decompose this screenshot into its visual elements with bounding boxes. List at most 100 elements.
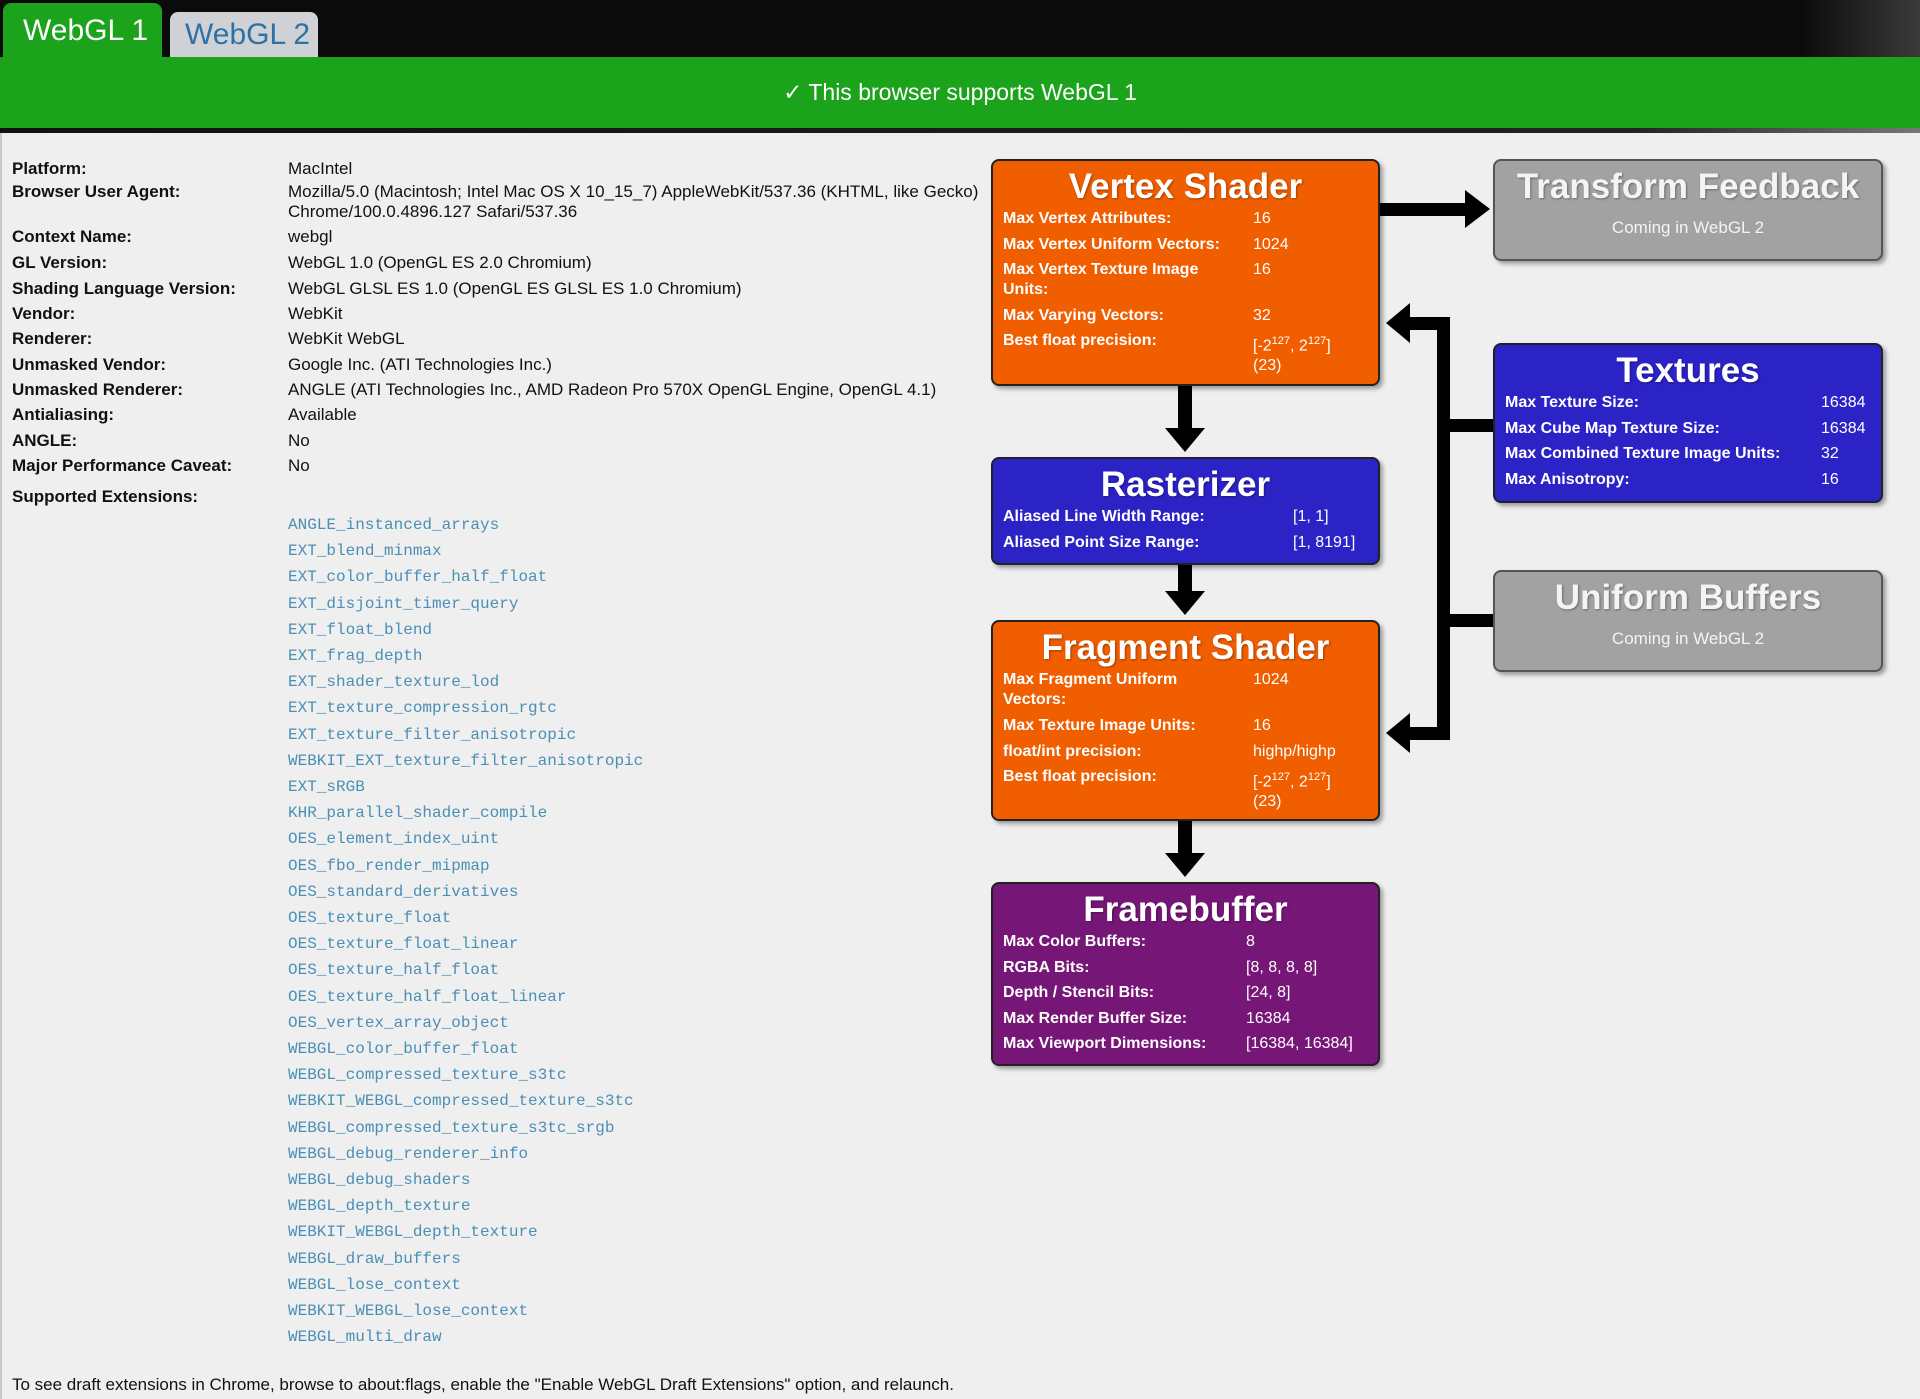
info-value: WebKit	[288, 304, 343, 324]
uniform-buffers-subtitle: Coming in WebGL 2	[1611, 629, 1765, 648]
fragment-row-label: Max Texture Image Units:	[1003, 716, 1196, 736]
framebuffer-row-label: Max Color Buffers:	[1003, 932, 1146, 952]
info-value: WebKit WebGL	[288, 329, 405, 349]
textures-row-value: 16384	[1821, 419, 1866, 439]
info-value-line: Google Inc. (ATI Technologies Inc.)	[288, 355, 552, 374]
framebuffer-row-value: 16384	[1246, 1009, 1291, 1029]
row-value-end: ]	[1326, 337, 1331, 355]
info-value-line: No	[288, 456, 310, 475]
extension-item[interactable]: EXT_color_buffer_half_float	[288, 568, 548, 587]
extension-item[interactable]: WEBKIT_WEBGL_compressed_texture_s3tc	[288, 1092, 634, 1111]
info-value: Available	[288, 405, 357, 425]
rasterizer-title: Rasterizer	[1100, 465, 1271, 504]
extension-item[interactable]: EXT_texture_compression_rgtc	[288, 699, 557, 718]
info-label: Context Name:	[12, 227, 132, 246]
extension-item[interactable]: WEBGL_draw_buffers	[288, 1249, 461, 1268]
row-label-text: Max Vertex Attributes:	[1003, 210, 1172, 227]
extension-item[interactable]: OES_texture_float_linear	[288, 935, 519, 954]
extension-item[interactable]: OES_texture_float	[288, 909, 452, 927]
uniform-buffers-title: Uniform Buffers	[1554, 578, 1822, 617]
info-value: ANGLE (ATI Technologies Inc., AMD Radeon…	[288, 380, 936, 400]
info-value-line: Available	[288, 405, 357, 424]
extension-item[interactable]: ANGLE_instanced_arrays	[288, 516, 500, 534]
extension-item[interactable]: OES_texture_half_float	[288, 961, 500, 980]
row-label-text: Depth / Stencil Bits:	[1003, 984, 1155, 1001]
row-label-text: Best float precision:	[1003, 332, 1157, 349]
extension-item[interactable]: EXT_disjoint_timer_query	[288, 594, 519, 613]
row-label-text: Max Render Buffer Size:	[1003, 1010, 1188, 1027]
extension-item[interactable]: OES_texture_half_float_linear	[288, 987, 567, 1006]
row-label-text: Max Color Buffers:	[1003, 933, 1147, 950]
fragment-row-label: float/int precision:	[1003, 742, 1142, 762]
info-label: Platform:	[12, 159, 87, 178]
info-value-line: WebKit	[288, 304, 343, 323]
extension-item[interactable]: KHR_parallel_shader_compile	[288, 804, 548, 823]
info-label: Vendor:	[12, 304, 76, 323]
info-label: GL Version:	[12, 253, 108, 272]
extension-item[interactable]: WEBGL_compressed_texture_s3tc	[288, 1066, 567, 1085]
extension-item[interactable]: OES_vertex_array_object	[288, 1013, 509, 1032]
textures-row-label: Max Texture Size:	[1505, 393, 1639, 413]
row-label-text: Max Texture Image Units:	[1003, 717, 1196, 734]
uniform-buffers-box: Uniform Buffers Coming in WebGL 2	[1493, 570, 1883, 672]
info-label: Browser User Agent:	[12, 182, 181, 201]
extension-item[interactable]: WEBKIT_WEBGL_lose_context	[288, 1302, 529, 1320]
extension-item[interactable]: WEBGL_debug_renderer_info	[288, 1144, 529, 1163]
info-value-line: webgl	[288, 227, 333, 246]
rasterizer-row-value: [1, 1]	[1293, 507, 1329, 527]
extension-item[interactable]: EXT_shader_texture_lod	[288, 673, 500, 692]
extension-item[interactable]: EXT_blend_minmax	[288, 542, 442, 561]
row-label-text: float/int precision:	[1003, 743, 1142, 760]
info-value: WebGL GLSL ES 1.0 (OpenGL ES GLSL ES 1.0…	[288, 279, 742, 299]
extension-item[interactable]: OES_standard_derivatives	[288, 882, 519, 901]
tab-webgl1[interactable]: WebGL 1	[3, 3, 162, 57]
info-value: MacIntel	[288, 159, 352, 179]
framebuffer-row-value: [8, 8, 8, 8]	[1246, 958, 1317, 978]
row-value-text: 16	[1821, 471, 1839, 488]
info-label: Shading Language Version:	[12, 279, 236, 298]
extension-item[interactable]: OES_element_index_uint	[288, 830, 500, 849]
vertex-row-value: 1024	[1253, 235, 1289, 255]
row-value-text: 16384	[1246, 1010, 1291, 1027]
info-value-line: No	[288, 431, 310, 450]
rasterizer-row-label: Aliased Point Size Range:	[1003, 533, 1199, 553]
row-label-text: RGBA Bits:	[1003, 959, 1090, 976]
extension-item[interactable]: EXT_texture_filter_anisotropic	[288, 725, 577, 744]
row-value-text: 8	[1246, 933, 1255, 950]
extension-item[interactable]: WEBKIT_WEBGL_depth_texture	[288, 1223, 538, 1242]
textures-row-label: Max Anisotropy:	[1505, 470, 1630, 490]
extension-item[interactable]: WEBGL_lose_context	[288, 1275, 461, 1294]
exponent: 127	[1307, 335, 1327, 347]
row-value-text: highp/highp	[1253, 743, 1336, 760]
tab-webgl2[interactable]: WebGL 2	[170, 12, 318, 58]
transform-feedback-box: Transform Feedback Coming in WebGL 2	[1493, 159, 1883, 261]
textures-row-label: Max Cube Map Texture Size:	[1505, 419, 1720, 439]
extension-item[interactable]: OES_fbo_render_mipmap	[288, 856, 490, 875]
framebuffer-row-label: Max Render Buffer Size:	[1003, 1009, 1187, 1029]
extension-item[interactable]: WEBGL_depth_texture	[288, 1197, 471, 1216]
row-value-text: 1024	[1253, 671, 1289, 688]
extension-item[interactable]: WEBGL_debug_shaders	[288, 1171, 471, 1189]
textures-row-label: Max Combined Texture Image Units:	[1505, 444, 1780, 464]
extension-item[interactable]: EXT_float_blend	[288, 620, 433, 639]
extension-item[interactable]: WEBGL_multi_draw	[288, 1328, 442, 1347]
row-value-text: 16	[1253, 717, 1271, 734]
fragment-row-value: 16	[1253, 716, 1271, 736]
extension-item[interactable]: EXT_frag_depth	[288, 647, 423, 665]
fragment-row-value: 1024	[1253, 670, 1289, 690]
info-label: Major Performance Caveat:	[12, 456, 233, 475]
top-bar	[0, 0, 1920, 60]
extension-item[interactable]: WEBGL_compressed_texture_s3tc_srgb	[288, 1118, 615, 1137]
row-value-text: [16384, 16384]	[1246, 1035, 1353, 1052]
framebuffer-row-value: 8	[1246, 932, 1255, 952]
info-value: No	[288, 456, 310, 476]
row-label-text: Aliased Point Size Range:	[1003, 534, 1200, 551]
extension-item[interactable]: WEBKIT_EXT_texture_filter_anisotropic	[288, 751, 644, 770]
extension-item[interactable]: WEBGL_color_buffer_float	[288, 1040, 519, 1058]
info-value-line: MacIntel	[288, 159, 353, 178]
row-value-text: 16	[1253, 261, 1271, 278]
row-label-text: Max Texture Size:	[1505, 394, 1639, 411]
row-label-text-2: Units:	[1003, 281, 1049, 298]
extension-item[interactable]: EXT_sRGB	[288, 778, 365, 796]
